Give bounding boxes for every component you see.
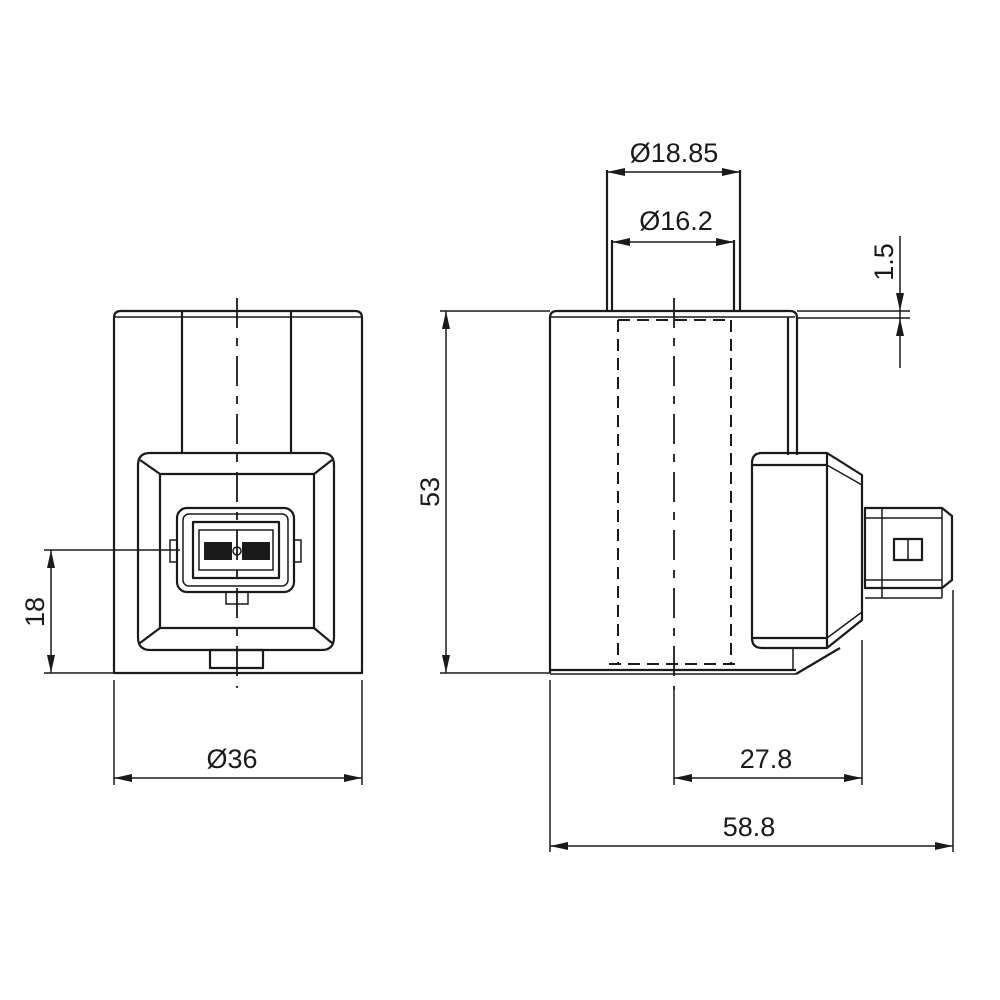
label-27-8: 27.8 [740,744,793,774]
side-view [548,170,954,785]
label-58-8: 58.8 [723,812,776,842]
dimension-top-offset: 1.5 [797,236,910,368]
dimension-outer-bore: Ø18.85 [607,138,740,176]
dimension-front-width: Ø36 [113,680,363,785]
label-53: 53 [415,477,445,507]
label-diameter-36: Ø36 [206,744,257,774]
front-view [112,298,364,688]
dimension-connector-height: 18 [20,549,180,674]
dimension-connector-depth: 27.8 [674,640,863,785]
dimension-inner-bore: Ø16.2 [612,206,734,246]
label-diameter-18-85: Ø18.85 [630,138,719,168]
dimension-overall-length: 58.8 [549,590,954,852]
label-18: 18 [20,597,50,627]
dimension-body-height: 53 [415,310,550,674]
label-1-5: 1.5 [869,243,899,281]
label-diameter-16-2: Ø16.2 [639,206,713,236]
